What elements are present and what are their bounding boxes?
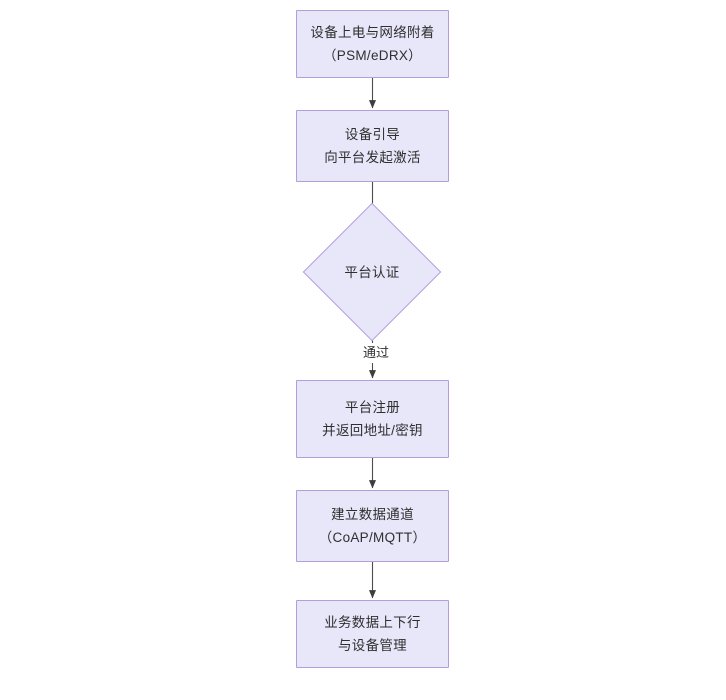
edge-label-pass: 通过 xyxy=(352,343,400,363)
node-establish-data-channel[interactable]: 建立数据通道 （CoAP/MQTT） xyxy=(296,490,449,562)
node-label-establish-data-channel: 建立数据通道 （CoAP/MQTT） xyxy=(318,507,427,545)
node-device-bootstrap[interactable]: 设备引导 向平台发起激活 xyxy=(296,110,449,182)
node-platform-registration[interactable]: 平台注册 并返回地址/密钥 xyxy=(296,380,449,458)
node-label-business-data-and-device-management: 业务数据上下行 与设备管理 xyxy=(324,615,421,653)
node-label-platform-registration: 平台注册 并返回地址/密钥 xyxy=(322,400,423,438)
node-business-data-and-device-management[interactable]: 业务数据上下行 与设备管理 xyxy=(296,600,449,668)
node-device-power-on[interactable]: 设备上电与网络附着 （PSM/eDRX） xyxy=(296,10,449,78)
node-label-device-bootstrap: 设备引导 向平台发起激活 xyxy=(324,127,421,165)
node-label-device-power-on: 设备上电与网络附着 （PSM/eDRX） xyxy=(310,25,435,63)
node-label-platform-authentication: 平台认证 xyxy=(344,264,400,280)
node-platform-authentication[interactable]: 平台认证 xyxy=(302,202,442,342)
